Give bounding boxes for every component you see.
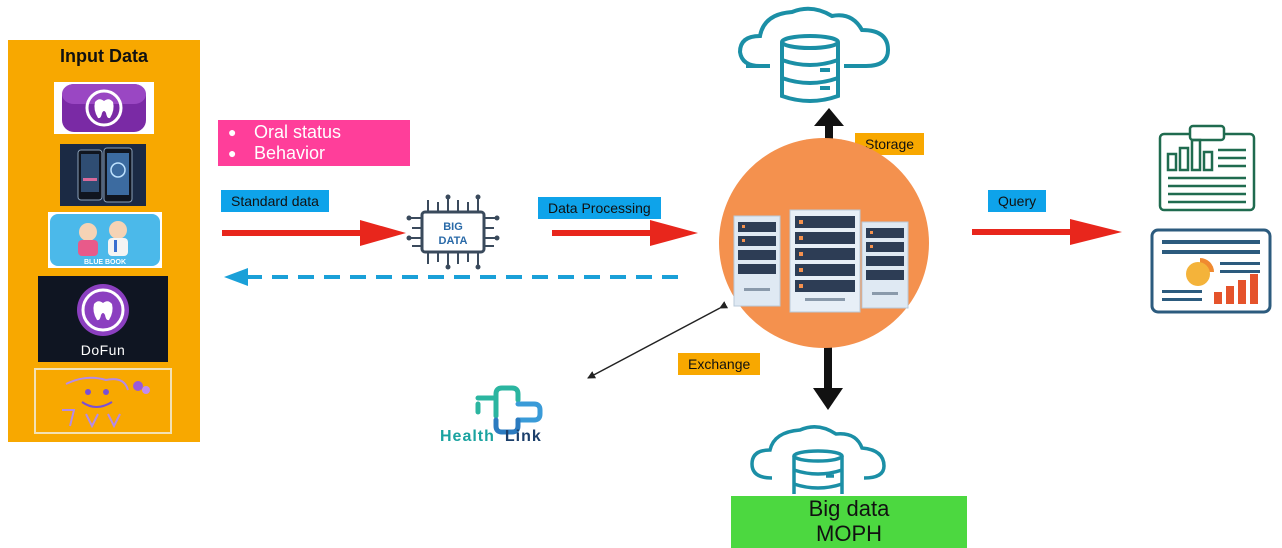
tooth-app-icon	[54, 82, 154, 134]
health-link-text: Health Link	[440, 428, 542, 446]
big-data-chip-line2: DATA	[439, 235, 468, 247]
arrow-standard-data	[222, 220, 406, 246]
arrow-query	[972, 219, 1122, 245]
data-types-box: ●Oral status ●Behavior	[218, 120, 410, 166]
server-cluster-icon	[719, 138, 929, 348]
clipboard-report-icon	[1158, 124, 1256, 212]
health-link-word1: Health	[440, 428, 495, 445]
arrow-feedback-dashed	[224, 268, 678, 286]
big-data-moph-box: Big data MOPH	[731, 496, 967, 548]
cloud-database-moph-icon	[750, 425, 886, 494]
dofun-label: DoFun	[80, 342, 126, 358]
cloud-database-icon	[737, 6, 891, 103]
health-link-word2: Link	[504, 428, 542, 445]
storage-label: Storage	[855, 133, 925, 155]
input-data-title: Input Data	[60, 46, 148, 66]
health-link-logo-icon	[475, 385, 543, 435]
moph-line2: MOPH	[816, 521, 882, 546]
bullet-icon: ●	[228, 145, 237, 161]
dofun-app-icon: DoFun	[38, 276, 168, 362]
dashboard-report-icon	[1150, 228, 1272, 314]
smiling-tooth-logo-icon	[34, 368, 172, 434]
data-processing-label: Data Processing	[538, 197, 661, 219]
moph-line1: Big data	[808, 496, 890, 521]
big-data-chip-line1: BIG	[443, 221, 463, 233]
query-label: Query	[988, 190, 1047, 212]
data-type-item: ●Behavior	[228, 143, 326, 163]
standard-data-label: Standard data	[221, 190, 329, 212]
phone-app-icon	[60, 144, 146, 206]
data-type-item: ●Oral status	[228, 122, 342, 142]
health-link-connector-arrow	[587, 301, 729, 379]
blue-book-app-icon: BLUE BOOK	[48, 212, 162, 268]
blue-book-label: BLUE BOOK	[84, 259, 126, 266]
arrow-data-processing	[552, 220, 698, 246]
bullet-icon: ●	[228, 124, 237, 140]
big-data-chip-icon: BIG DATA	[406, 194, 500, 270]
